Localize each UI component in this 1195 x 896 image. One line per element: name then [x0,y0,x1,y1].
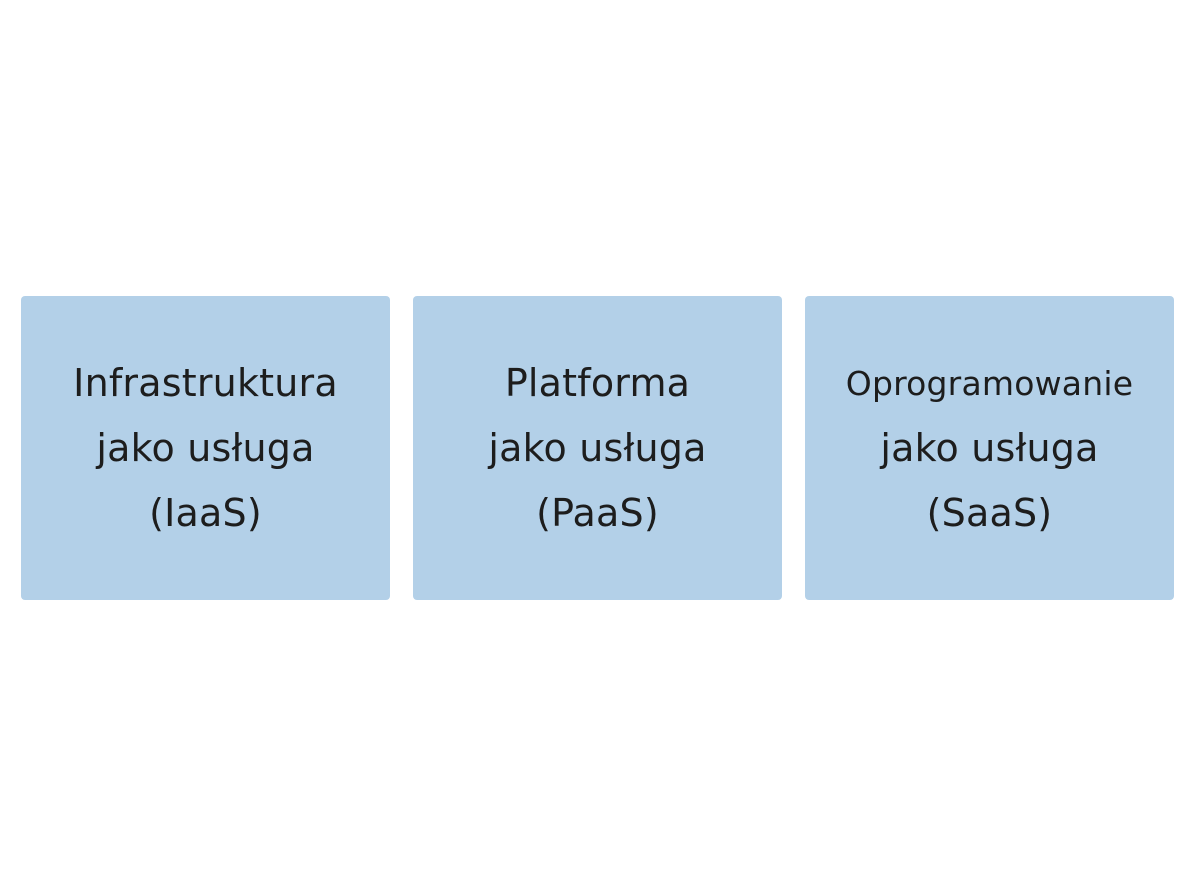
box-saas: Oprogramowanie jako usługa (SaaS) [805,296,1174,600]
box-saas-line-2: jako usługa [880,425,1099,470]
box-saas-line-3: (SaaS) [926,490,1053,535]
box-paas-line-2: jako usługa [488,425,707,470]
box-iaas-line-1: Infrastruktura [73,360,338,405]
box-iaas-line-2: jako usługa [96,425,315,470]
box-paas: Platforma jako usługa (PaaS) [413,296,782,600]
box-iaas-label: Infrastruktura jako usługa (IaaS) [73,351,338,546]
box-iaas: Infrastruktura jako usługa (IaaS) [21,296,390,600]
box-iaas-line-3: (IaaS) [149,490,262,535]
box-paas-line-1: Platforma [504,360,691,405]
box-paas-label: Platforma jako usługa (PaaS) [488,351,706,546]
box-paas-line-3: (PaaS) [536,490,659,535]
service-models-row: Infrastruktura jako usługa (IaaS) Platfo… [21,296,1174,600]
box-saas-line-1: Oprogramowanie [845,363,1134,403]
box-saas-label: Oprogramowanie jako usługa (SaaS) [846,351,1133,546]
